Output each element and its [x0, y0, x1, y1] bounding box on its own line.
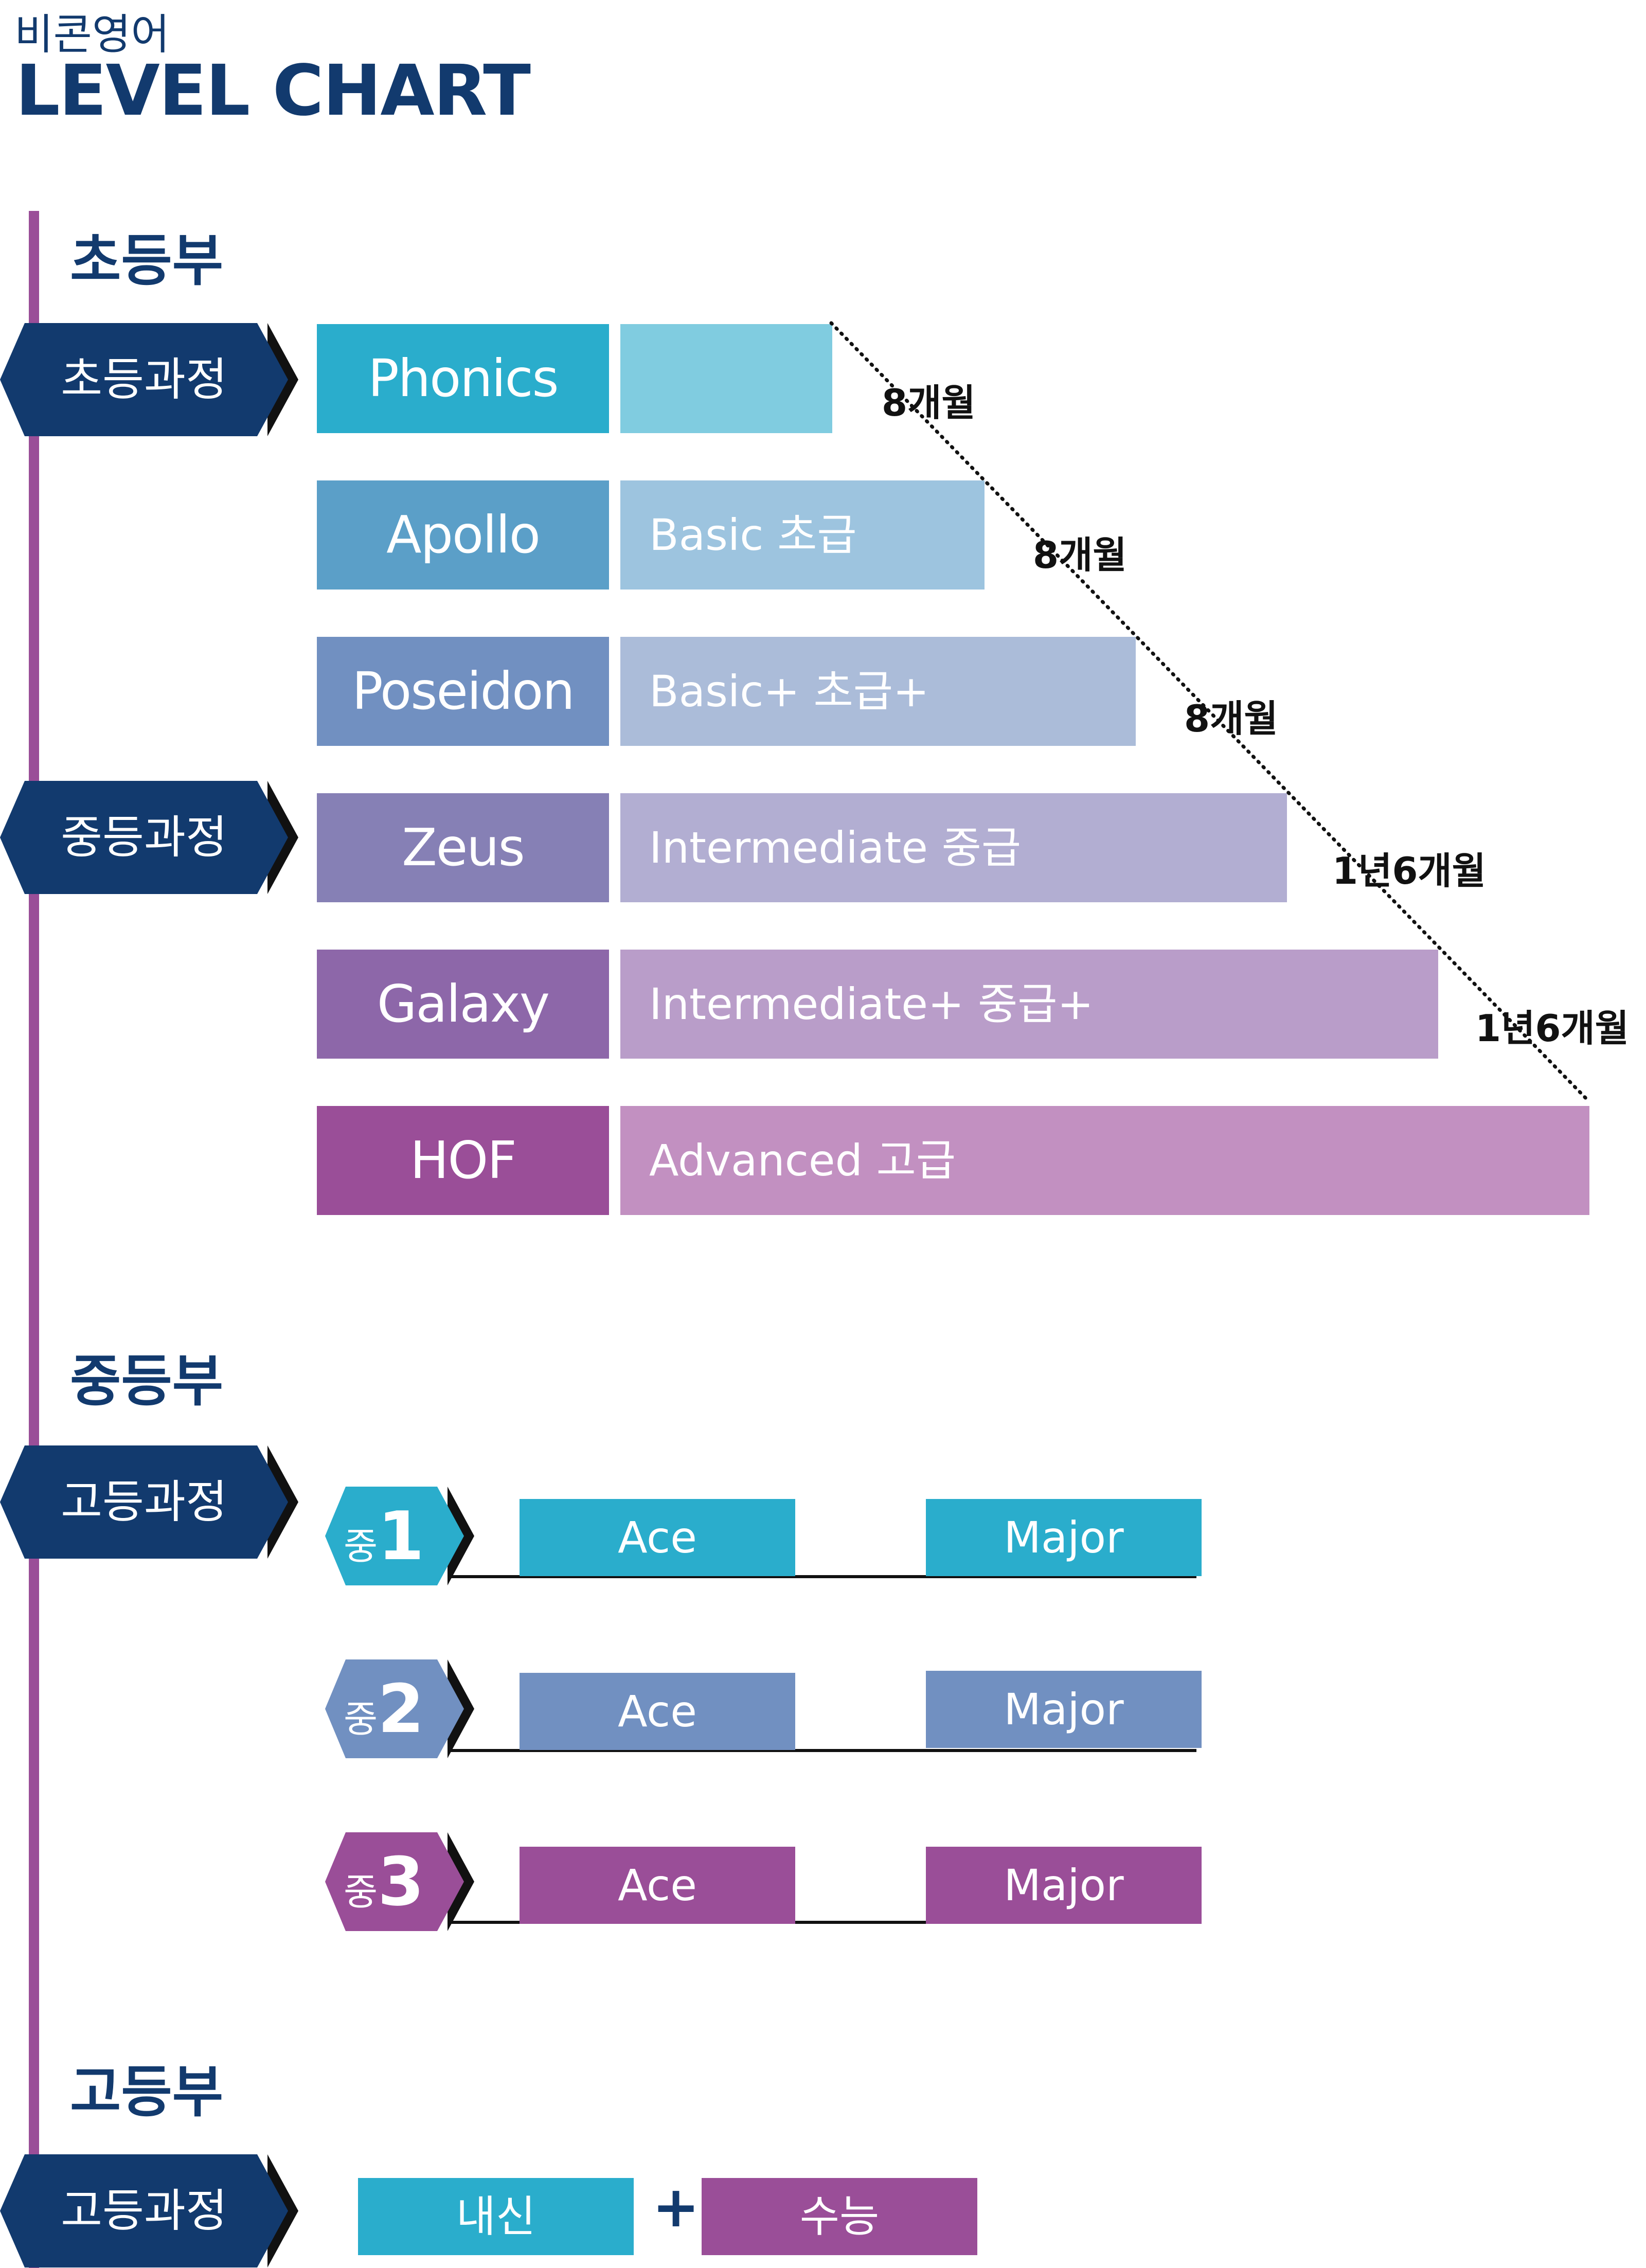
grade-prefix: 중	[344, 1870, 378, 1914]
course-ace: Ace	[520, 1499, 795, 1576]
duration-label: 8개월	[882, 381, 976, 424]
grade-badge-3: 중3	[325, 1832, 474, 1931]
course-badge-middle: 중등과정	[0, 781, 298, 894]
level-desc-galaxy: Intermediate+ 중급+	[620, 950, 1438, 1059]
level-desc-phonics	[620, 324, 832, 433]
duration-label: 1년6개월	[1475, 1007, 1629, 1050]
level-poseidon: Poseidon	[317, 637, 609, 746]
course-badge-label: 고등과정	[61, 2184, 227, 2237]
course-badge-label: 초등과정	[61, 353, 227, 406]
grade-connector-line	[448, 1575, 1196, 1578]
section-title-middle: 중등부	[70, 1349, 224, 1414]
plus-sign: +	[652, 2174, 700, 2240]
timeline-bar	[29, 211, 39, 2268]
course-badge-label: 고등과정	[61, 1475, 227, 1528]
course-major: Major	[926, 1499, 1202, 1576]
level-apollo: Apollo	[317, 480, 609, 590]
grade-connector-line	[448, 1749, 1196, 1752]
grade-number: 1	[378, 1497, 424, 1575]
grade-badge-1: 중1	[325, 1487, 474, 1585]
course-badge-elementary: 초등과정	[0, 323, 298, 436]
level-zeus: Zeus	[317, 793, 609, 902]
section-title-high: 고등부	[70, 2060, 224, 2124]
course-naesin: 내신	[358, 2178, 634, 2255]
level-hof: HOF	[317, 1106, 609, 1215]
level-phonics: Phonics	[317, 324, 609, 433]
level-desc-apollo: Basic 초급	[620, 480, 985, 590]
course-badge-high-prep: 고등과정	[0, 1445, 298, 1559]
duration-dotted-line	[829, 321, 1590, 1103]
course-major: Major	[926, 1847, 1202, 1924]
grade-connector-line	[448, 1921, 1196, 1924]
course-badge-label: 중등과정	[61, 811, 227, 864]
course-major: Major	[926, 1671, 1202, 1748]
level-galaxy: Galaxy	[317, 950, 609, 1059]
course-suneung: 수능	[702, 2178, 977, 2255]
level-desc-poseidon: Basic+ 초급+	[620, 637, 1136, 746]
grade-badge-2: 중2	[325, 1659, 474, 1758]
course-ace: Ace	[520, 1673, 795, 1750]
section-title-elementary: 초등부	[70, 229, 224, 293]
grade-number: 2	[378, 1670, 424, 1748]
course-badge-high: 고등과정	[0, 2154, 298, 2267]
grade-prefix: 중	[344, 1525, 378, 1568]
grade-number: 3	[378, 1843, 424, 1921]
level-desc-hof: Advanced 고급	[620, 1106, 1589, 1215]
page-title: LEVEL CHART	[15, 50, 531, 132]
course-ace: Ace	[520, 1847, 795, 1924]
grade-prefix: 중	[344, 1698, 378, 1741]
duration-label: 8개월	[1033, 533, 1127, 577]
duration-label: 8개월	[1184, 697, 1278, 740]
duration-label: 1년6개월	[1332, 849, 1486, 892]
brand-name: 비콘영어	[14, 10, 170, 59]
level-desc-zeus: Intermediate 중급	[620, 793, 1287, 902]
